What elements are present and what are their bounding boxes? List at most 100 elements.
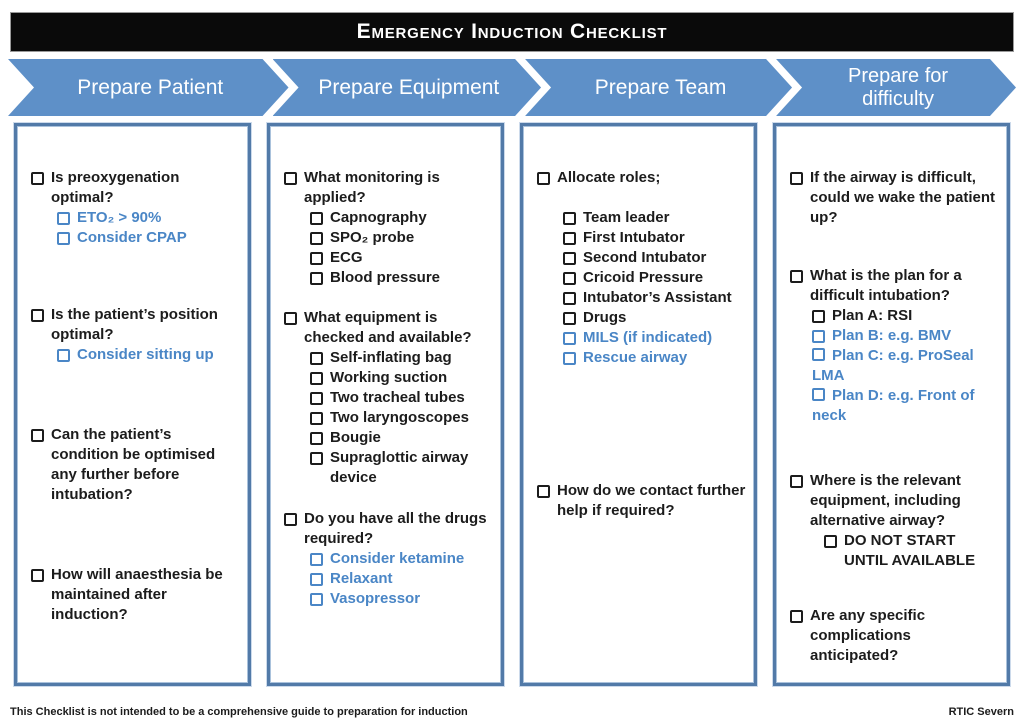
checklist-item: Drugs <box>563 308 746 328</box>
checklist-item: Plan C: e.g. ProSeal LMA <box>812 346 999 386</box>
checklist-item-text: Do you have all the drugs required? <box>304 510 487 547</box>
checklist-item-text: What equipment is checked and available? <box>304 309 472 346</box>
checkbox-icon <box>310 352 323 365</box>
checklist-item-text: Bougie <box>330 429 381 446</box>
checklist-item: Blood pressure <box>310 268 493 288</box>
checklist-item: Plan B: e.g. BMV <box>812 326 999 346</box>
checkbox-icon <box>31 569 44 582</box>
checklist-item-text: DO NOT START UNTIL AVAILABLE <box>844 532 976 569</box>
checklist-item-text: Rescue airway <box>583 349 688 366</box>
checkbox-icon <box>57 232 70 245</box>
checklist-item: Where is the relevant equipment, includi… <box>790 471 999 531</box>
process-step-label: Prepare Patient <box>77 75 224 99</box>
checkbox-icon <box>790 172 803 185</box>
checklist-item: Consider CPAP <box>57 228 240 248</box>
checklist-columns: Is preoxygenation optimal?ETO₂ > 90% Cons… <box>14 123 1010 686</box>
footer-disclaimer: This Checklist is not intended to be a c… <box>10 706 468 718</box>
checklist-item: Team leader <box>563 208 746 228</box>
checklist-item-text: First Intubator <box>583 229 685 246</box>
checkbox-icon <box>310 412 323 425</box>
checkbox-icon <box>310 432 323 445</box>
checklist-item: Do you have all the drugs required? <box>284 509 493 549</box>
checklist-item-text: Two tracheal tubes <box>330 389 465 406</box>
checklist-item-text: Where is the relevant equipment, includi… <box>810 472 961 529</box>
checkbox-icon <box>310 553 323 566</box>
checkbox-icon <box>57 212 70 225</box>
checklist-item-text: What is the plan for a difficult intubat… <box>810 267 962 304</box>
checkbox-icon <box>310 272 323 285</box>
checklist-item: DO NOT START UNTIL AVAILABLE <box>824 531 999 571</box>
checkbox-icon <box>790 270 803 283</box>
checklist-item: Capnography <box>310 208 493 228</box>
checklist-item-text: Are any specific complications anticipat… <box>810 607 926 664</box>
checklist-item-text: Consider ketamine <box>330 550 465 567</box>
checklist-item: Are any specific complications anticipat… <box>790 606 999 666</box>
checkbox-icon <box>310 372 323 385</box>
checklist-item: Working suction <box>310 368 493 388</box>
checkbox-icon <box>563 352 576 365</box>
checklist-item: SPO₂ probe <box>310 228 493 248</box>
checklist-item: Plan A: RSI <box>812 306 999 326</box>
checklist-item: Rescue airway <box>563 348 746 368</box>
process-step-label: Prepare Team <box>594 75 727 99</box>
checkbox-icon <box>824 535 837 548</box>
checklist-item-text: How do we contact further help if requir… <box>557 482 746 519</box>
checkbox-icon <box>563 272 576 285</box>
checkbox-icon <box>812 348 825 361</box>
checklist-item-text: Capnography <box>330 209 427 226</box>
checklist-item-text: If the airway is difficult, could we wak… <box>810 169 996 226</box>
checklist-item-text: ECG <box>330 249 363 266</box>
process-step-prepare-equipment: Prepare Equipment <box>273 59 542 116</box>
footer-credit: RTIC Severn <box>948 706 1014 718</box>
checklist-item-text: Intubator’s Assistant <box>583 289 732 306</box>
checkbox-icon <box>31 309 44 322</box>
checkbox-icon <box>31 429 44 442</box>
checkbox-icon <box>812 310 825 323</box>
checklist-item-text: How will anaesthesia be maintained after… <box>51 566 223 623</box>
checklist-item: First Intubator <box>563 228 746 248</box>
checklist-item: What equipment is checked and available? <box>284 308 493 348</box>
title-banner: Emergency Induction Checklist <box>10 12 1014 52</box>
checklist-item-text: Two laryngoscopes <box>330 409 469 426</box>
checklist-item: Second Intubator <box>563 248 746 268</box>
checklist-item: Two tracheal tubes <box>310 388 493 408</box>
checkbox-icon <box>563 252 576 265</box>
checklist-item: How do we contact further help if requir… <box>537 481 746 521</box>
checkbox-icon <box>284 513 297 526</box>
checklist-item-text: MILS (if indicated) <box>583 329 713 346</box>
process-step-prepare-for-difficulty: Prepare for difficulty <box>776 59 1016 116</box>
checklist-item-text: Consider sitting up <box>77 346 214 363</box>
checklist-item-text: ETO₂ > 90% <box>77 209 162 226</box>
checkbox-icon <box>57 349 70 362</box>
checklist-item-text: Drugs <box>583 309 627 326</box>
checklist-item-text: Plan D: e.g. Front of neck <box>812 387 975 424</box>
checklist-item: How will anaesthesia be maintained after… <box>31 565 240 625</box>
checklist-item-text: SPO₂ probe <box>330 229 415 246</box>
process-step-prepare-team: Prepare Team <box>525 59 792 116</box>
checkbox-icon <box>310 232 323 245</box>
checklist-item-text: Is the patient’s position optimal? <box>51 306 218 343</box>
checkbox-icon <box>563 232 576 245</box>
checkbox-icon <box>812 388 825 401</box>
checkbox-icon <box>537 172 550 185</box>
checkbox-icon <box>790 475 803 488</box>
checklist-item-text: Plan A: RSI <box>832 307 913 324</box>
process-arrows: Prepare Patient Prepare Equipment Prepar… <box>8 59 1016 116</box>
checklist-item: Plan D: e.g. Front of neck <box>812 386 999 426</box>
checkbox-icon <box>563 292 576 305</box>
checkbox-icon <box>31 172 44 185</box>
checkbox-icon <box>790 610 803 623</box>
column-box-prepare-for-difficulty: If the airway is difficult, could we wak… <box>773 123 1010 686</box>
checklist-item: Relaxant <box>310 569 493 589</box>
checklist-item: Allocate roles; <box>537 168 746 188</box>
checkbox-icon <box>563 332 576 345</box>
checklist-item: What monitoring is applied? <box>284 168 493 208</box>
checklist-item: Is preoxygenation optimal? <box>31 168 240 208</box>
checklist-item: Two laryngoscopes <box>310 408 493 428</box>
checkbox-icon <box>310 252 323 265</box>
checklist-item: Cricoid Pressure <box>563 268 746 288</box>
process-step-label: Prepare for difficulty <box>848 65 949 110</box>
checklist-item-text: Self-inflating bag <box>330 349 452 366</box>
